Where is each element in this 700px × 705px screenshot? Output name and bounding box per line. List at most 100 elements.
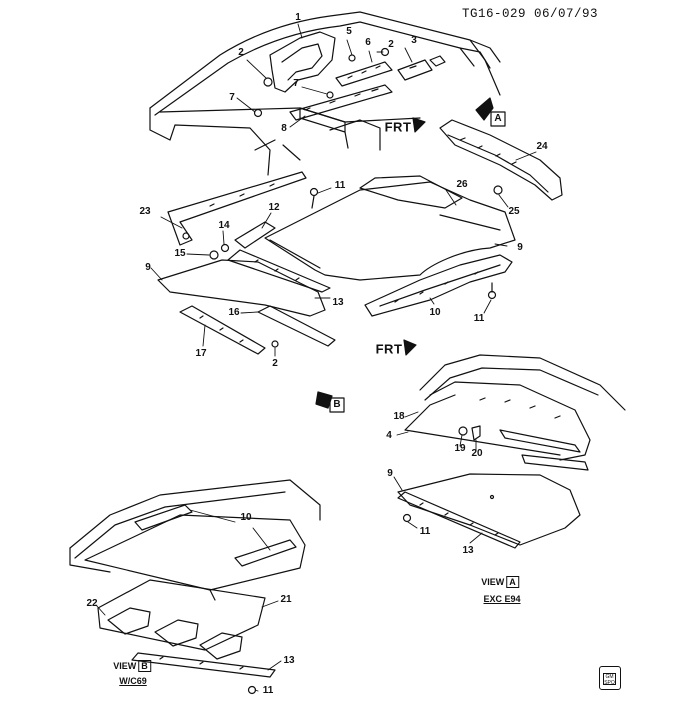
guide-rail-a: [499, 429, 589, 471]
view-b-detail: [69, 479, 321, 695]
callout-25: 25: [508, 206, 520, 217]
trim-strip-13-b-slots: [159, 656, 244, 670]
pad-b: [154, 619, 199, 647]
view-b-box: [329, 397, 345, 413]
side-rail-17-slots: [199, 315, 244, 343]
clip-20: [471, 425, 481, 441]
headliner-rail-slots: [304, 88, 379, 111]
callout-19: 19: [454, 443, 466, 454]
callout-6: 6: [365, 37, 371, 48]
screw-7-a: [326, 91, 334, 99]
pad-a: [107, 607, 151, 635]
callout-16: 16: [228, 307, 240, 318]
leaders-mid-top: [160, 187, 508, 247]
view-b-subcaption: W/C69: [119, 676, 147, 686]
screw-7-b: [253, 108, 263, 118]
callout-2-c: 2: [272, 358, 278, 369]
view-a-subcaption: EXC E94: [483, 594, 521, 604]
clip-14: [220, 243, 230, 253]
leaders-13-11-b: [254, 660, 282, 692]
view-b-caption-letter: B: [138, 660, 151, 672]
hinge-piece: [429, 55, 446, 67]
nut-19: [458, 426, 468, 436]
side-rail-23-slots: [209, 183, 275, 207]
pad-c: [199, 632, 243, 660]
leaders-10-11: [429, 297, 492, 314]
screw-25: [493, 185, 503, 195]
callout-13: 13: [332, 297, 344, 308]
screw-5: [348, 54, 356, 62]
frt-label-top: FRT: [384, 119, 412, 135]
view-a-detail: [393, 354, 626, 549]
rail-23-hole: [182, 232, 190, 240]
leaders-a: [498, 151, 537, 208]
roof-outline: [149, 11, 501, 109]
leader-16: [240, 311, 259, 314]
screw-11-d: [247, 685, 257, 695]
headliner-lower-rail-slots: [254, 259, 300, 281]
callout-18: 18: [393, 411, 405, 422]
leaders-10-b: [189, 509, 271, 551]
side-rail-23: [167, 171, 307, 246]
sunroof-frame-10: [364, 254, 513, 317]
sunroof-frame-10-slots: [394, 271, 479, 303]
panel-21: [97, 579, 266, 651]
callout-10: 10: [429, 307, 441, 318]
roof-side-b: [69, 547, 216, 601]
screw-11-c: [402, 513, 412, 523]
callout-2-b: 2: [388, 39, 394, 50]
frt-label-middle: FRT: [375, 341, 403, 357]
view-b-caption-word: VIEW: [113, 661, 137, 671]
callout-26: 26: [456, 179, 468, 190]
callout-9-c: 9: [387, 468, 393, 479]
headliner-edge: [269, 214, 501, 269]
glass-hole: [489, 494, 495, 500]
callout-7: 7: [293, 78, 299, 89]
trim-strip-13: [397, 491, 521, 549]
callout-14: 14: [218, 220, 230, 231]
middle-assembly: [150, 171, 516, 413]
frt-arrow-mid: [403, 339, 417, 356]
cable-18-4: [404, 394, 561, 456]
callout-24: 24: [536, 141, 548, 152]
opening-frame-a: [429, 381, 591, 461]
callout-10-b: 10: [240, 512, 252, 523]
view-a-marker: A: [494, 113, 502, 124]
roof-frame-bracket: [269, 31, 336, 93]
leaders-upper: [236, 23, 413, 128]
front-trim-panel: [439, 119, 563, 201]
callout-4: 4: [386, 430, 392, 441]
trim-strip-13-slots: [419, 502, 499, 536]
roof-body-b: [84, 514, 306, 591]
windshield-top: [159, 107, 421, 123]
callout-13-b: 13: [462, 545, 474, 556]
pillar-left: [254, 139, 301, 161]
view-a-caption-letter: A: [506, 576, 519, 588]
door-frame-right: [329, 119, 381, 151]
callout-17: 17: [195, 348, 207, 359]
callout-9: 9: [145, 262, 151, 273]
roof-inner-b: [74, 491, 286, 559]
front-trim-edge: [447, 134, 549, 193]
callout-15: 15: [174, 248, 186, 259]
headliner-lower: [157, 259, 326, 317]
rail-10-right: [234, 539, 297, 567]
latch-bracket: [397, 59, 433, 81]
view-b-arrow: [315, 391, 333, 409]
leader-17: [202, 324, 206, 347]
glass-panel-a: [397, 473, 581, 546]
headliner-main: [264, 181, 516, 281]
callout-9-b: 9: [517, 242, 523, 253]
view-b-marker: B: [333, 399, 341, 410]
rail-10-left: [134, 504, 193, 531]
frt-arrow-top: [412, 117, 426, 133]
callout-20: 20: [471, 448, 483, 459]
view-a-arrow: [475, 97, 494, 121]
callout-8: 8: [281, 123, 287, 134]
door-frame-left: [149, 107, 271, 176]
leaders-14-15: [186, 230, 225, 256]
leaders-view-a: [396, 411, 477, 451]
